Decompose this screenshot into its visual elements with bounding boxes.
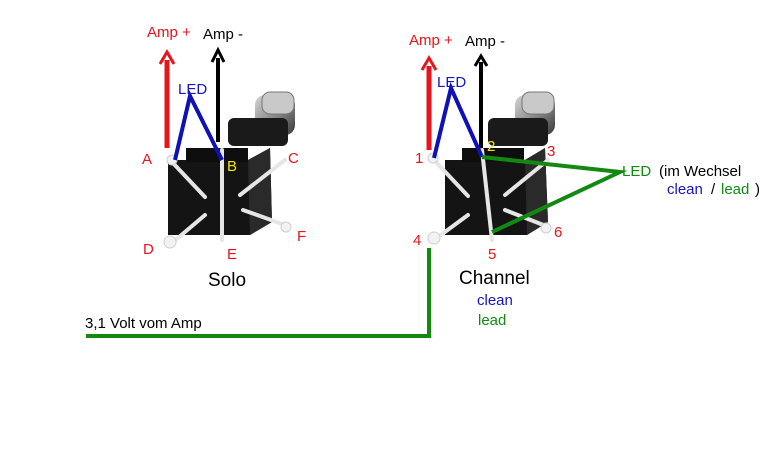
solo-pin-c: C bbox=[288, 150, 299, 167]
solo-lug-f bbox=[280, 221, 292, 233]
channel-pin-3: 3 bbox=[547, 143, 556, 160]
channel-amp-minus-label: Amp - bbox=[465, 33, 506, 50]
solo-pin-d: D bbox=[143, 241, 154, 258]
solo-amp-minus-arrow bbox=[210, 46, 226, 142]
led-note-lead: lead bbox=[721, 181, 750, 198]
solo-lug-d bbox=[163, 235, 177, 249]
channel-pin-6: 6 bbox=[554, 224, 563, 241]
solo-pin-f: F bbox=[297, 228, 307, 245]
channel-pin-5: 5 bbox=[488, 246, 497, 263]
led-note-close: ) bbox=[755, 181, 760, 198]
solo-threaded-bushing bbox=[228, 91, 295, 146]
supply-wire bbox=[86, 248, 431, 338]
solo-title: Solo bbox=[208, 270, 247, 291]
channel-switch-body bbox=[445, 148, 548, 235]
solo-led-wire bbox=[173, 90, 224, 161]
solo-amp-plus-label: Amp + bbox=[147, 24, 191, 41]
solo-pin-a: A bbox=[142, 151, 153, 168]
solo-solder-lugs bbox=[170, 148, 287, 245]
channel-pin-4: 4 bbox=[413, 232, 422, 249]
channel-amp-plus-arrow bbox=[420, 55, 438, 150]
solo-amp-minus-label: Amp - bbox=[203, 26, 244, 43]
channel-amp-plus-label: Amp + bbox=[409, 32, 453, 49]
channel-title: Channel bbox=[459, 268, 530, 289]
channel-pin-2: 2 bbox=[487, 138, 496, 155]
channel-lug-4 bbox=[427, 231, 441, 245]
led-note-clean: clean bbox=[667, 181, 703, 198]
channel-threaded-bushing bbox=[488, 91, 555, 146]
channel-lug-6 bbox=[540, 222, 552, 234]
channel-amp-minus-arrow bbox=[473, 53, 489, 148]
channel-legend-clean: clean bbox=[477, 292, 513, 309]
solo-amp-plus-arrow bbox=[158, 49, 176, 148]
solo-pin-e: E bbox=[227, 246, 238, 263]
led-note-slash: / bbox=[711, 181, 716, 198]
solo-switch bbox=[163, 91, 295, 249]
led-note-text: (im Wechsel bbox=[659, 163, 742, 180]
supply-label: 3,1 Volt vom Amp bbox=[85, 315, 202, 332]
solo-led-label: LED bbox=[178, 81, 208, 98]
channel-legend-lead: lead bbox=[478, 312, 507, 329]
channel-pin-1: 1 bbox=[415, 150, 424, 167]
led-wire-clean-lead bbox=[481, 155, 628, 234]
solo-pin-b: B bbox=[227, 158, 238, 175]
channel-switch bbox=[427, 91, 555, 245]
channel-led-label: LED bbox=[437, 74, 467, 91]
channel-led-wire bbox=[432, 81, 484, 159]
led-note-led: LED bbox=[622, 163, 652, 180]
